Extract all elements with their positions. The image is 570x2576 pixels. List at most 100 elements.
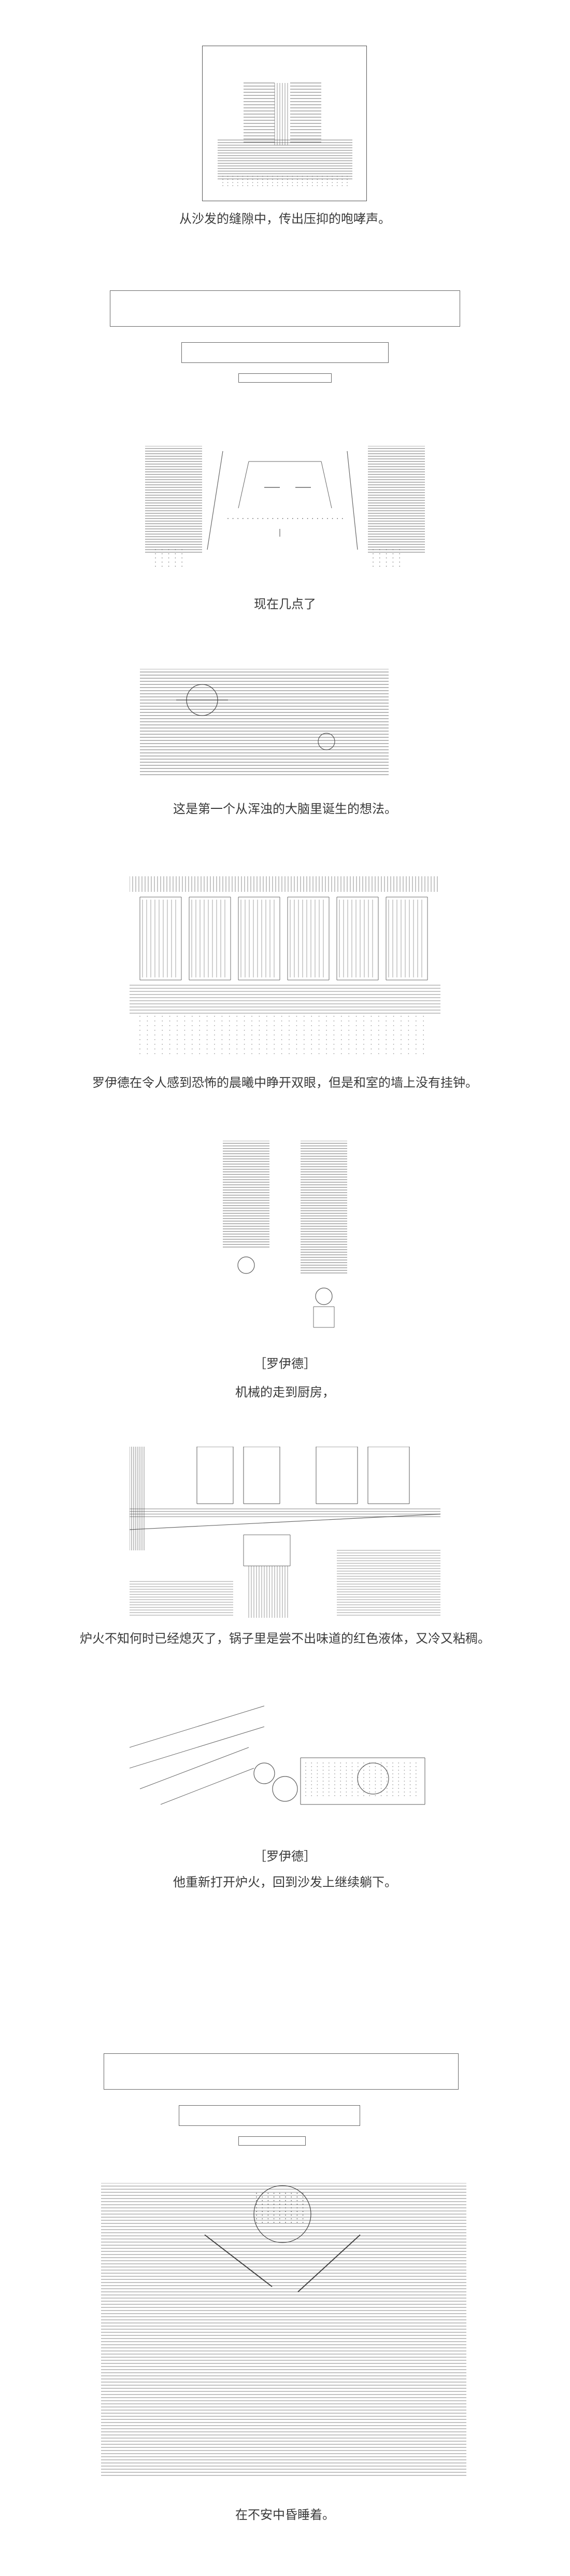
art-dot <box>393 1053 394 1054</box>
art-dot <box>346 1762 347 1763</box>
art-dot <box>281 1044 282 1045</box>
art-dot <box>168 566 169 567</box>
art-dot <box>199 1025 201 1026</box>
art-dot <box>336 182 338 183</box>
art-dot <box>302 2222 304 2223</box>
art-dot <box>347 185 348 186</box>
art-dot <box>351 1773 353 1774</box>
art-dot <box>279 2204 280 2205</box>
art-dot <box>305 1766 306 1767</box>
art-dot <box>399 553 401 554</box>
art-dot <box>392 1773 393 1774</box>
art-dot <box>266 1030 267 1031</box>
art-dot <box>318 1030 320 1031</box>
art-dot <box>229 1020 230 1021</box>
art-dot <box>214 1034 215 1035</box>
art-dot <box>311 1020 312 1021</box>
art-dot <box>272 179 273 180</box>
art-dot <box>285 2218 286 2219</box>
art-dot <box>363 1039 364 1040</box>
art-dot <box>177 1039 178 1040</box>
art-dot <box>267 518 268 519</box>
art-dot <box>267 182 268 183</box>
art-dot <box>175 553 176 554</box>
art-dot <box>181 562 183 563</box>
art-dot <box>252 179 253 180</box>
art-dot <box>380 1773 382 1774</box>
art-dot <box>328 1795 330 1796</box>
art-dot <box>386 553 387 554</box>
art-dot <box>236 1039 238 1040</box>
art-dot <box>378 1048 379 1049</box>
art-dot <box>256 2204 257 2205</box>
art-dot <box>305 1795 306 1796</box>
art-dot <box>281 1025 282 1026</box>
art-dot <box>386 1766 388 1767</box>
art-dot <box>341 182 343 183</box>
art-dot <box>221 1025 223 1026</box>
art-dot <box>386 549 387 550</box>
caption-4: 罗伊德在令人感到恐怖的晨曦中睁开双眼，但是和室的墙上没有挂钟。 <box>92 1075 478 1090</box>
art-dot <box>277 179 278 180</box>
art-dot <box>326 1053 327 1054</box>
art-dot <box>409 1777 411 1778</box>
art-dot <box>191 1053 193 1054</box>
art-dot <box>279 2218 280 2219</box>
art-dot <box>277 182 278 183</box>
art-dot <box>363 1788 364 1789</box>
art-dot <box>392 566 394 567</box>
art-dot <box>214 1020 215 1021</box>
art-dot <box>139 1048 140 1049</box>
art-dot <box>273 2222 275 2223</box>
art-dot <box>266 1039 267 1040</box>
art-dot <box>318 1048 320 1049</box>
art-dot <box>227 185 229 186</box>
art-dot <box>404 1788 405 1789</box>
art-dot <box>259 1039 260 1040</box>
art-dot <box>328 1762 330 1763</box>
art-dot <box>332 518 333 519</box>
art-dot <box>177 1048 178 1049</box>
art-dot <box>139 1030 140 1031</box>
art-dot <box>266 1053 267 1054</box>
art-dot <box>214 1030 215 1031</box>
art-dot <box>291 2200 292 2201</box>
art-dot <box>302 2211 304 2212</box>
art-dot <box>333 1034 335 1035</box>
art-dot <box>334 1784 335 1785</box>
art-dot <box>317 1795 318 1796</box>
art-dot <box>398 1773 400 1774</box>
art-dot <box>302 2200 304 2201</box>
art-dot <box>262 2204 263 2205</box>
art-dot <box>274 1025 275 1026</box>
art-dot <box>279 2211 280 2212</box>
art-dot <box>322 1773 324 1774</box>
art-dot <box>279 2200 280 2201</box>
art-dot <box>404 1773 405 1774</box>
art-dot <box>305 1784 306 1785</box>
art-dot <box>273 2204 275 2205</box>
art-dot <box>251 1044 252 1045</box>
art-dot <box>191 1020 193 1021</box>
art-dot <box>398 1781 400 1782</box>
art-dot <box>272 176 273 177</box>
art-dot <box>326 1044 327 1045</box>
art-dot <box>297 179 298 180</box>
art-dot <box>266 1048 267 1049</box>
art-dot <box>303 1020 305 1021</box>
art-dot <box>370 1020 372 1021</box>
art-dot <box>154 1034 155 1035</box>
art-dot <box>154 1039 155 1040</box>
art-dot <box>317 1773 318 1774</box>
art-dot <box>244 1053 245 1054</box>
art-dot <box>408 1016 409 1017</box>
art-dot <box>363 1048 364 1049</box>
art-dot <box>401 1044 402 1045</box>
art-dot <box>355 1020 357 1021</box>
art-dot <box>232 185 234 186</box>
art-dot <box>244 1039 245 1040</box>
art-dot <box>302 185 303 186</box>
art-dot <box>177 1016 178 1017</box>
dialog-box-large-1 <box>110 290 460 327</box>
art-dot <box>285 2193 286 2194</box>
